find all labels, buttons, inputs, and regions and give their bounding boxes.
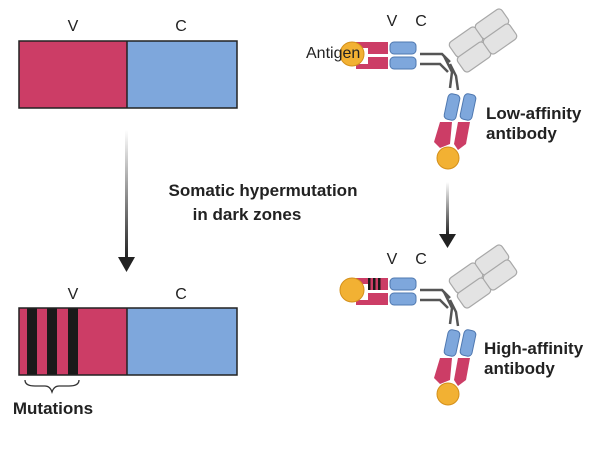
mutation-mark [378, 278, 381, 290]
gene-segment-mutated [18, 307, 238, 376]
mutation-band [68, 308, 78, 375]
mutation-band [27, 308, 37, 375]
antibody-bottom-c-label: C [415, 251, 427, 268]
mutation-band [47, 308, 57, 375]
constant-region [127, 308, 237, 375]
constant-region [127, 41, 237, 108]
gene-segment-unmutated [18, 40, 238, 109]
gene-bottom-c-label: C [175, 286, 187, 303]
low-affinity-label-line2: antibody [486, 124, 557, 143]
process-label-line2: in dark zones [193, 205, 302, 224]
antibody-top-v-label: V [387, 13, 398, 30]
mutations-brace [24, 379, 80, 395]
antibody-top-c-label: C [415, 13, 427, 30]
mutations-label: Mutations [13, 399, 93, 418]
process-label-line1: Somatic hypermutation [169, 181, 358, 200]
antibody-high-affinity [339, 242, 520, 407]
gene-bottom-v-label: V [68, 286, 79, 303]
antibody-bottom-v-label: V [387, 251, 398, 268]
mutation-mark [373, 278, 376, 290]
antibody-low-affinity [339, 6, 520, 171]
variable-region [19, 41, 127, 108]
antigen-label: Antigen [306, 45, 360, 62]
down-arrow-right [439, 182, 456, 248]
gene-top-c-label: C [175, 18, 187, 35]
mutation-mark [368, 278, 371, 290]
low-affinity-label-line1: Low-affinity [486, 104, 582, 123]
high-affinity-label-line1: High-affinity [484, 339, 584, 358]
gene-top-v-label: V [68, 18, 79, 35]
high-affinity-label-line2: antibody [484, 359, 555, 378]
down-arrow-left [118, 130, 135, 272]
